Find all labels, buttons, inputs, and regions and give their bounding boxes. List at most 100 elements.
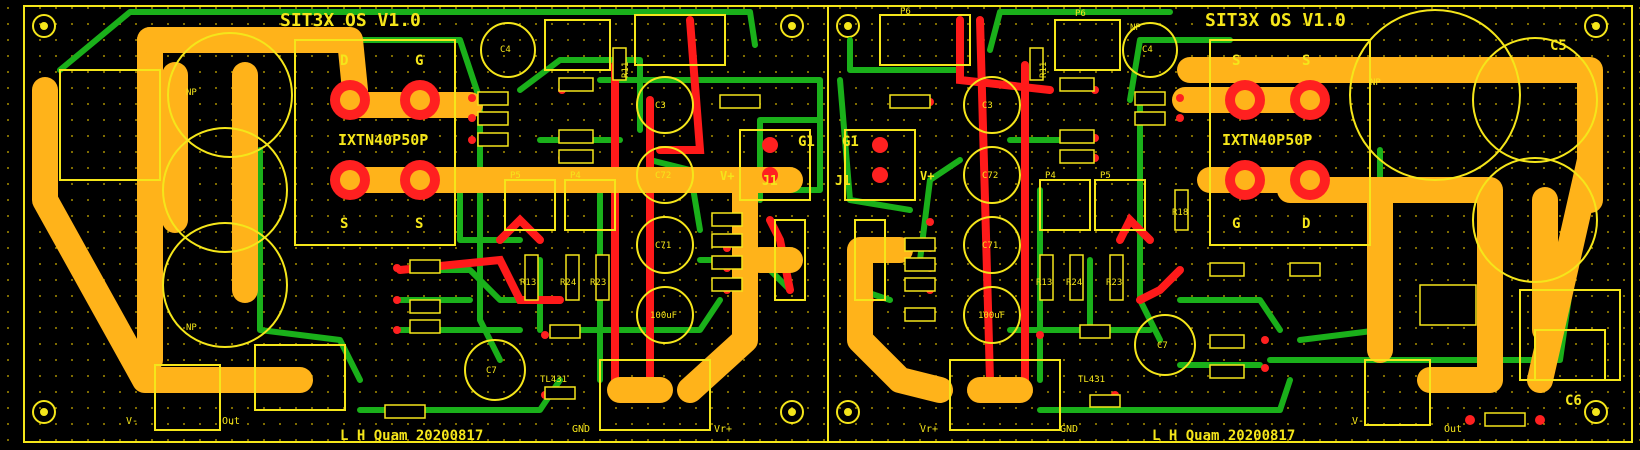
component-label: D2 — [484, 136, 495, 146]
component-label: D72 — [909, 241, 925, 251]
p6-label: P6 — [1075, 9, 1086, 19]
c5-label: C5 — [1550, 38, 1567, 54]
out-label: Out — [222, 416, 240, 427]
board-credit: L H Quam 20200817 — [340, 428, 483, 444]
component-label: R16 — [564, 153, 580, 163]
vrplus-label: Vr+ — [920, 424, 938, 435]
power-pours-left — [32, 27, 803, 403]
component-label: P5 — [510, 171, 521, 181]
board-outline-right — [827, 5, 1633, 443]
component-label: D1 — [484, 115, 495, 125]
mosfet-label: IXTN40P50P — [338, 131, 428, 149]
left-component-labels: R18 D1 D2 R11b R12 R16 R17 R11 P5 P4 C3 … — [392, 45, 744, 418]
board-title: SIT3X OS V1.0 — [1205, 10, 1346, 31]
component-label: D71 — [909, 311, 925, 321]
component-label: D4 — [1296, 266, 1307, 276]
component-label: R20 — [414, 303, 430, 313]
component-label: P5 — [1100, 171, 1111, 181]
mosfet-pads-right — [1225, 80, 1330, 200]
component-label: C71 — [655, 241, 671, 251]
component-label: R25 — [1216, 368, 1232, 378]
pin-label-g: G — [1232, 216, 1240, 232]
c6-label: C6 — [1565, 393, 1582, 409]
pin-label-d: D — [340, 53, 348, 69]
component-label: TL431 — [1078, 375, 1105, 385]
r22-label: R22 — [1432, 299, 1455, 314]
component-label: R11 — [1039, 62, 1049, 78]
component-label: R24 — [560, 278, 576, 288]
component-label: C7 — [486, 366, 497, 376]
component-label: 100uF — [650, 311, 677, 321]
component-label: R17 — [898, 98, 914, 108]
board-credit: L H Quam 20200817 — [1152, 428, 1295, 444]
out-label: Out — [1444, 424, 1462, 435]
component-label: D1 — [1141, 115, 1152, 125]
component-label: R72 — [909, 281, 925, 291]
component-label: C4 — [1142, 45, 1153, 55]
g1-label: G1 — [842, 134, 859, 150]
power-pours-right — [847, 57, 1603, 403]
np-label-1: NP — [186, 88, 197, 98]
component-label: R13 — [520, 278, 536, 288]
component-label: R12 — [564, 133, 580, 143]
bulk-capacitors-right — [1349, 9, 1598, 283]
component-label: R14 — [1086, 328, 1103, 338]
component-label: R11 — [621, 62, 631, 78]
np-label-1: NP — [1130, 23, 1141, 33]
gnd-label: GND — [1060, 424, 1078, 435]
component-label: R13 — [1036, 278, 1052, 288]
component-label: C3 — [655, 101, 666, 111]
right-text: SIT3X OS V1.0 L H Quam 20200817 IXTN40P5… — [835, 9, 1582, 444]
pin-label-s2: S — [1302, 53, 1310, 69]
pin-label-s1: S — [1232, 53, 1240, 69]
component-label: R12 — [1064, 153, 1080, 163]
component-label: R71 — [716, 259, 732, 269]
component-label: C4 — [500, 45, 511, 55]
component-label: C7 — [1157, 341, 1168, 351]
component-label: R23 — [590, 278, 606, 288]
board-title: SIT3X OS V1.0 — [280, 10, 421, 31]
vplus-label: V+ — [720, 169, 734, 183]
j1-label: J1 — [762, 174, 778, 189]
np-label-2: NP — [1370, 78, 1381, 88]
g1-label: G1 — [798, 134, 815, 150]
component-label: D5 — [1097, 398, 1108, 408]
np-label-2: NP — [186, 323, 197, 333]
vminus-label: V- — [126, 416, 138, 427]
component-label: R71 — [909, 261, 925, 271]
component-label: C72 — [982, 171, 998, 181]
component-label: D5 — [552, 390, 563, 400]
component-label: R23 — [1106, 278, 1122, 288]
component-label: D2 — [1141, 95, 1152, 105]
component-label: R72 — [716, 237, 732, 247]
component-label: R11b — [1063, 81, 1085, 91]
component-label: R14 — [556, 328, 573, 338]
component-label: R18 — [481, 95, 497, 105]
mosfet-label: IXTN40P50P — [1222, 131, 1312, 149]
pin-label-g: G — [415, 53, 423, 69]
component-label: D72 — [716, 281, 732, 291]
component-label: R20 — [1216, 266, 1232, 276]
component-label: R25 — [392, 408, 408, 418]
component-label: R26 — [414, 323, 430, 333]
pin-label-d: D — [1302, 216, 1310, 232]
left-board — [32, 9, 823, 431]
connectors-right — [844, 14, 1606, 431]
component-bodies-left — [384, 47, 761, 419]
component-label: D71 — [716, 216, 732, 226]
right-component-labels: R17 C3 C4 P6 R11 R11b D2 D1 R16 R12 P4 P… — [898, 7, 1307, 408]
component-label: C72 — [655, 171, 671, 181]
bulk-capacitors-left — [162, 32, 293, 348]
component-label: P4 — [1045, 171, 1056, 181]
component-bodies-right — [889, 47, 1526, 427]
mosfet-outline-right — [1209, 39, 1371, 246]
small-capacitors-right — [963, 22, 1196, 376]
component-label: R16 — [1064, 133, 1080, 143]
component-label: P6 — [900, 7, 911, 17]
component-label: 100uF — [978, 311, 1005, 321]
component-label: TL431 — [540, 375, 567, 385]
component-label: R26 — [1216, 338, 1232, 348]
component-label: C3 — [982, 101, 993, 111]
pin-label-s1: S — [340, 216, 348, 232]
